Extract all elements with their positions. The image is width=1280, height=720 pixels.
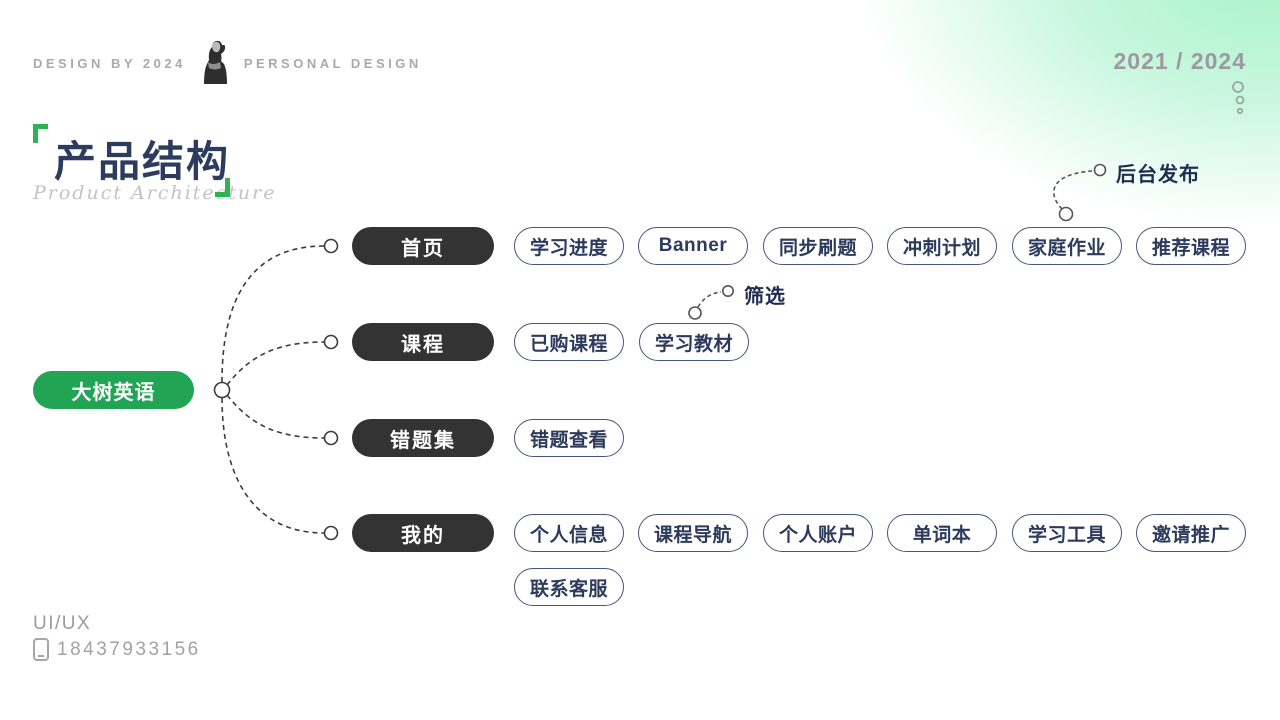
header-left: DESIGN BY 2024 PERSONAL DESIGN [33,40,422,86]
annotation-backend-publish: 后台发布 [1116,164,1200,186]
leaf-node: 推荐课程 [1136,227,1246,265]
leaf-node: 错题查看 [514,419,624,457]
years-label: 2021 / 2024 [1113,48,1246,74]
phone-number: 18437933156 [57,638,201,660]
decorative-dots [1232,81,1245,115]
leaf-node: 学习教材 [639,323,749,361]
page-title: 产品结构 [54,138,231,185]
bracket-top-left-icon [33,124,48,143]
leaf-node: 家庭作业 [1012,227,1122,265]
branch-node-home: 首页 [352,227,494,265]
bracket-bottom-right-icon [215,178,230,197]
smartphone-icon [33,638,49,661]
leaf-node: 个人信息 [514,514,624,552]
leaf-node: 个人账户 [763,514,873,552]
annotation-filter: 筛选 [744,286,786,308]
leaf-node: 冲刺计划 [887,227,997,265]
leaf-node: 联系客服 [514,568,624,606]
leaf-node: 学习进度 [514,227,624,265]
leaf-node: Banner [638,227,748,265]
leaf-node: 课程导航 [638,514,748,552]
leaf-node: 已购课程 [514,323,624,361]
leaf-node: 单词本 [887,514,997,552]
footer-role-label: UI/UX [33,613,92,634]
leaf-node: 同步刷题 [763,227,873,265]
leaf-node: 邀请推广 [1136,514,1246,552]
title-block: 产品结构 Product Architecture [33,122,275,208]
root-node: 大树英语 [33,371,194,409]
leaf-node: 学习工具 [1012,514,1122,552]
branch-node-courses: 课程 [352,323,494,361]
personal-design-label: PERSONAL DESIGN [243,55,422,71]
branch-node-mistakes: 错题集 [352,419,494,457]
footer-contact: 18437933156 [33,638,201,661]
page-subtitle: Product Architecture [33,182,277,204]
statue-avatar-icon [203,40,227,84]
design-by-label: DESIGN BY 2024 [33,55,186,71]
branch-node-mine: 我的 [352,514,494,552]
